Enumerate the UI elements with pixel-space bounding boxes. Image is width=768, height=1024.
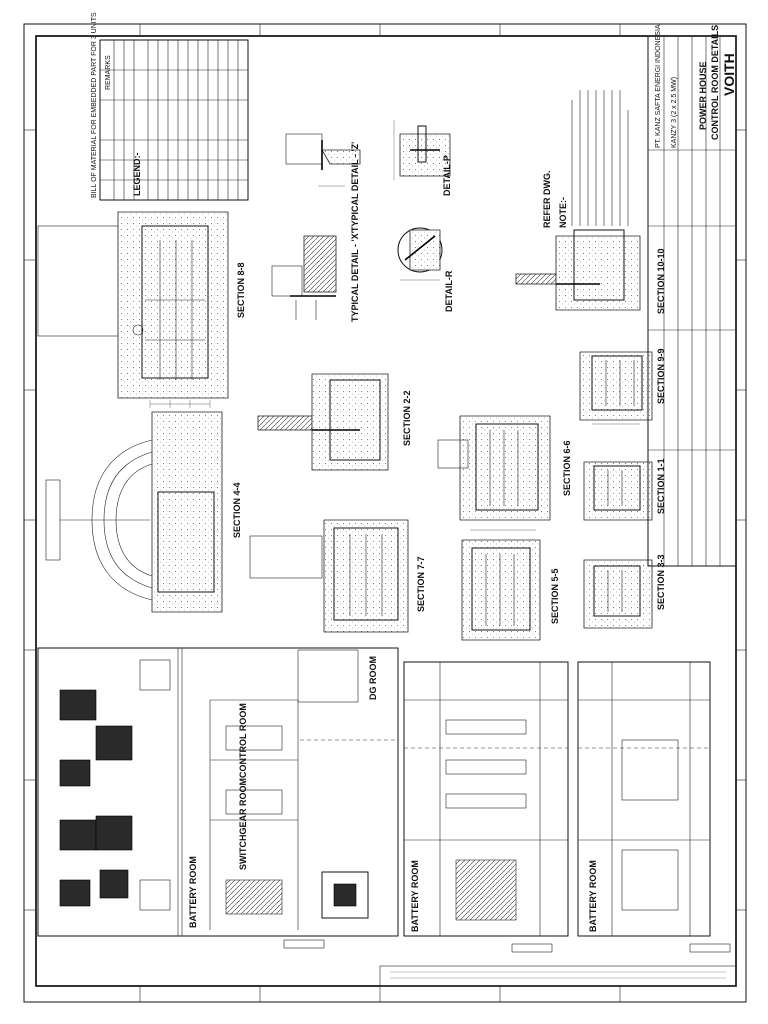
plan-view-2: BATTERY ROOM bbox=[403, 661, 569, 937]
bom-table: BILL OF MATERIAL FOR EMBEDDED PART FOR 3… bbox=[91, 12, 249, 201]
typical-detail-x-view: TYPICAL DETAIL - 'X' bbox=[271, 231, 360, 322]
section-9-9-label: SECTION 9-9 bbox=[656, 348, 666, 404]
typical-detail-z-view: TYPICAL DETAIL - 'Z' bbox=[285, 133, 361, 232]
scale-bars bbox=[511, 943, 731, 953]
title-block: PT. KANZ SAFTA ENERGI INDONESIA KANZY 3 … bbox=[647, 24, 737, 567]
typical-detail-x-label: TYPICAL DETAIL - 'X' bbox=[350, 231, 360, 322]
refer-dwg-heading: REFER DWG. bbox=[542, 171, 552, 229]
section-4-4-view: SECTION 4-4 bbox=[45, 411, 242, 613]
bom-remarks-header: REMARKS bbox=[105, 55, 112, 90]
panel-rows-2 bbox=[445, 719, 527, 921]
notes-heading: NOTE:- bbox=[558, 197, 568, 228]
detail-p-view: DETAIL-P bbox=[393, 120, 452, 196]
room-label-switchgear: SWITCHGEAR ROOM bbox=[238, 778, 248, 870]
detail-p-label: DETAIL-P bbox=[442, 155, 452, 196]
notes-block: REFER DWG. NOTE:- bbox=[542, 90, 629, 229]
section-1-1-view: SECTION 1-1 bbox=[583, 458, 666, 521]
room-label-dg: DG ROOM bbox=[368, 656, 378, 700]
drawing-title-line-1: POWER HOUSE bbox=[698, 61, 708, 130]
section-8-8-view: SECTION 8-8 bbox=[37, 211, 246, 408]
typical-detail-z-label: TYPICAL DETAIL - 'Z' bbox=[350, 142, 360, 232]
footer-band bbox=[379, 965, 737, 987]
section-6-6-label: SECTION 6-6 bbox=[562, 440, 572, 496]
turbine-units bbox=[59, 659, 171, 911]
company-name: PT. KANZ SAFTA ENERGI INDONESIA bbox=[655, 24, 662, 148]
section-1-1-label: SECTION 1-1 bbox=[656, 458, 666, 514]
room-label-battery-2: BATTERY ROOM bbox=[410, 860, 420, 932]
section-2-2-view: SECTION 2-2 bbox=[257, 373, 412, 471]
sheet-outer-border bbox=[23, 23, 747, 1003]
plan-view-1: CONTROL ROOM SWITCHGEAR ROOM DG ROOM BAT… bbox=[37, 647, 399, 949]
section-7-7-label: SECTION 7-7 bbox=[416, 556, 426, 612]
section-5-5-label: SECTION 5-5 bbox=[550, 568, 560, 624]
room-label-battery-1: BATTERY ROOM bbox=[188, 856, 198, 928]
bom-title: BILL OF MATERIAL FOR EMBEDDED PART FOR 3… bbox=[91, 12, 98, 198]
section-9-9-view: SECTION 9-9 bbox=[579, 348, 666, 425]
section-6-6-view: SECTION 6-6 bbox=[437, 415, 572, 531]
section-3-3-label: SECTION 3-3 bbox=[656, 554, 666, 610]
section-3-3-view: SECTION 3-3 bbox=[583, 554, 666, 629]
section-10-10-view: SECTION 10-10 bbox=[515, 229, 666, 314]
section-5-5-view: SECTION 5-5 bbox=[461, 539, 560, 641]
section-2-2-label: SECTION 2-2 bbox=[402, 390, 412, 446]
room-label-control: CONTROL ROOM bbox=[238, 703, 248, 778]
legend-heading: LEGEND:- bbox=[132, 153, 142, 197]
project-name: KANZY 3 (2 x 2.5 MW) bbox=[671, 77, 678, 148]
section-7-7-view: SECTION 7-7 bbox=[249, 519, 426, 633]
section-4-4-label: SECTION 4-4 bbox=[232, 482, 242, 538]
section-8-8-label: SECTION 8-8 bbox=[236, 262, 246, 318]
border-ticks bbox=[24, 24, 746, 1002]
room-label-battery-3: BATTERY ROOM bbox=[588, 860, 598, 932]
detail-r-view: DETAIL-R bbox=[397, 227, 454, 312]
plan-view-3: BATTERY ROOM bbox=[577, 661, 711, 937]
section-10-10-label: SECTION 10-10 bbox=[656, 248, 666, 314]
drawing-title-line-2: CONTROL ROOM DETAILS bbox=[710, 25, 720, 140]
voith-logo: VOITH bbox=[721, 53, 737, 96]
detail-r-label: DETAIL-R bbox=[444, 270, 454, 312]
